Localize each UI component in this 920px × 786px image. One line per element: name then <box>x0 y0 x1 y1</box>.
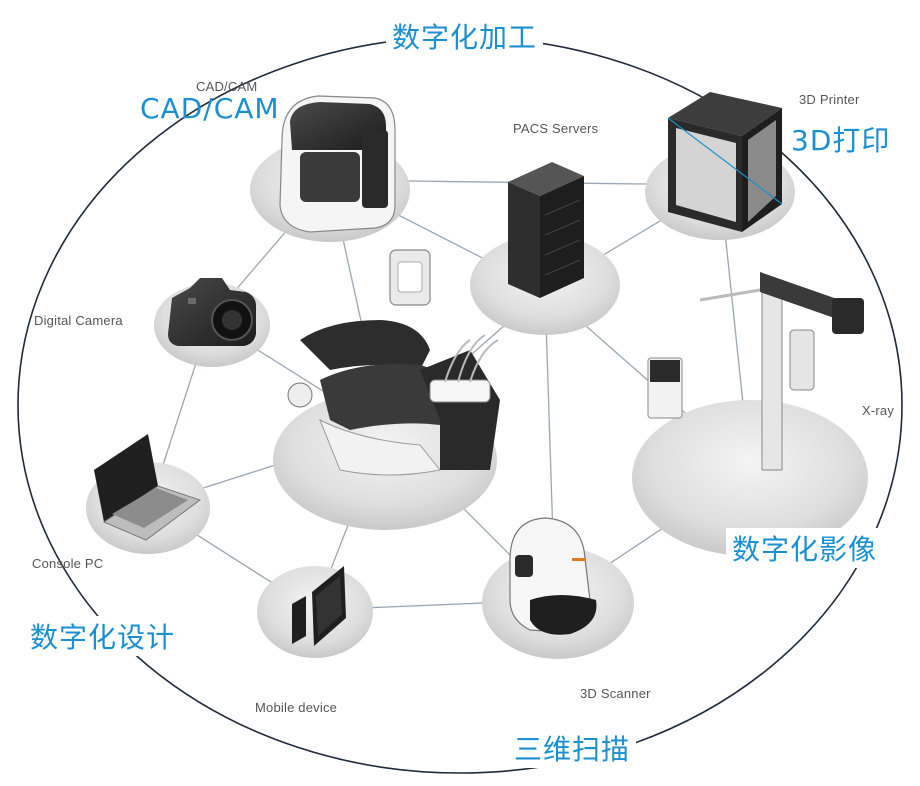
server-rack-icon <box>508 162 584 298</box>
xray-machine-icon <box>647 272 864 471</box>
intraoral-scanner-icon <box>509 517 597 635</box>
dental-chair-icon <box>287 249 500 476</box>
node-label-mobile: Mobile device <box>255 700 338 715</box>
node-label-pc: Console PC <box>32 556 104 571</box>
category-label-imaging: 数字化影像 <box>726 528 884 568</box>
node-label-cadcam: CAD/CAM <box>196 79 258 94</box>
category-label-printing: 3D打印 <box>791 124 891 157</box>
camera-icon <box>168 278 256 346</box>
node-label-xray: X-ray <box>862 403 895 418</box>
node-label-camera: Digital Camera <box>34 313 123 328</box>
node-label-scanner: 3D Scanner <box>580 686 651 701</box>
category-label-scanning: 三维扫描 <box>508 728 637 768</box>
laptop-icon <box>94 434 202 541</box>
category-label-processing: 数字化加工 <box>386 16 544 56</box>
node-label-pacs: PACS Servers <box>513 121 599 136</box>
node-label-printer: 3D Printer <box>799 92 860 107</box>
category-label-design: 数字化设计 <box>24 616 182 656</box>
3d-printer-icon <box>667 92 783 232</box>
milling-machine-icon <box>279 95 396 233</box>
tablet-icon <box>292 566 346 646</box>
category-label-cadcam: CAD/CAM <box>140 92 280 125</box>
platform-xray <box>632 400 868 556</box>
